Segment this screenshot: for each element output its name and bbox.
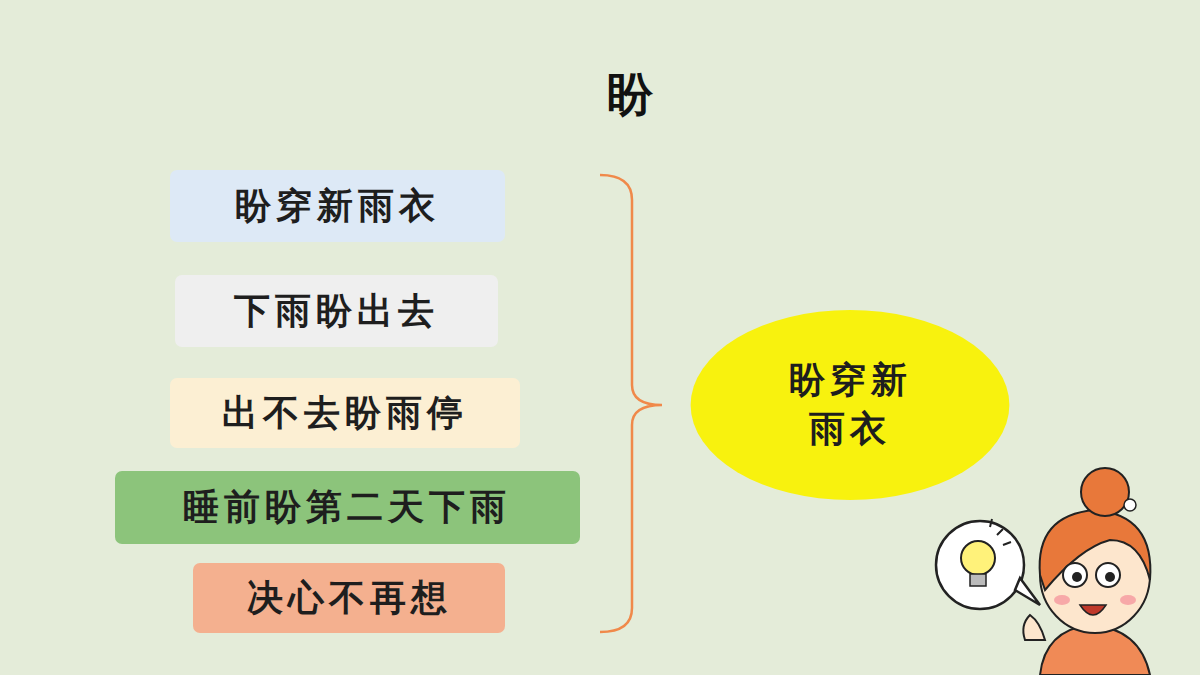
phrase-text: 下雨盼出去 [234,287,439,336]
teacher-illustration [936,468,1150,675]
phrase-text: 决心不再想 [247,574,452,623]
curly-bracket [600,175,662,632]
phrase-box: 睡前盼第二天下雨 [115,471,580,544]
phrase-box: 下雨盼出去 [175,275,498,347]
summary-ellipse: 盼穿新 雨衣 [689,309,1011,501]
phrase-text: 盼穿新雨衣 [235,182,440,231]
phrase-text: 出不去盼雨停 [222,389,468,438]
phrase-box: 决心不再想 [193,563,505,633]
ellipse-fill [691,310,1010,500]
phrase-text: 睡前盼第二天下雨 [183,483,511,532]
ellipse-shape [689,309,1011,501]
phrase-box: 出不去盼雨停 [170,378,520,448]
phrase-text: 盼穿新 雨衣 [775,356,925,453]
title: 盼 [607,64,653,126]
phrase-box: 盼穿新雨衣 [170,170,505,242]
